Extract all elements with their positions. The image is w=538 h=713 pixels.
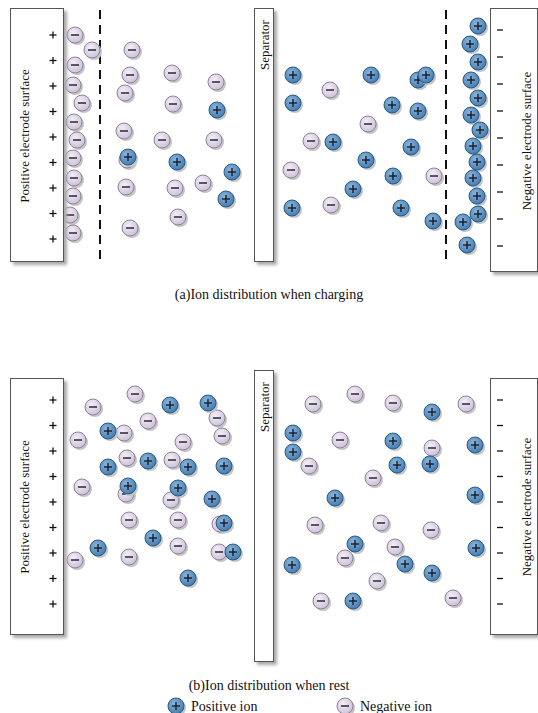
- box-label: Positive electrode surface: [17, 440, 33, 574]
- separator-box: Separator: [254, 370, 274, 662]
- panel-caption: (b)Ion distribution when rest: [189, 678, 350, 694]
- legend-item: Negative ion: [336, 697, 432, 713]
- electrode-box: Negative electrode surface: [490, 8, 538, 272]
- panel-caption: (a)Ion distribution when charging: [175, 287, 363, 303]
- legend-item: Positive ion: [167, 697, 258, 713]
- legend-label: Negative ion: [360, 699, 432, 713]
- electrode-box: Positive electrode surface: [10, 378, 64, 635]
- legend-swatch: [167, 697, 187, 713]
- legend-label: Positive ion: [191, 699, 258, 713]
- box-label: Positive electrode surface: [17, 69, 33, 203]
- box-label: Negative electrode surface: [519, 72, 535, 211]
- electrode-box: Positive electrode surface: [10, 8, 64, 262]
- electrode-box: Negative electrode surface: [490, 378, 538, 635]
- ion-group: [62, 18, 490, 611]
- legend-swatch: [336, 697, 356, 713]
- boundary-dash: [445, 10, 447, 262]
- box-label: Negative electrode surface: [519, 438, 535, 577]
- box-label: Separator: [257, 382, 273, 432]
- separator-box: Separator: [254, 8, 274, 262]
- box-label: Separator: [257, 20, 273, 70]
